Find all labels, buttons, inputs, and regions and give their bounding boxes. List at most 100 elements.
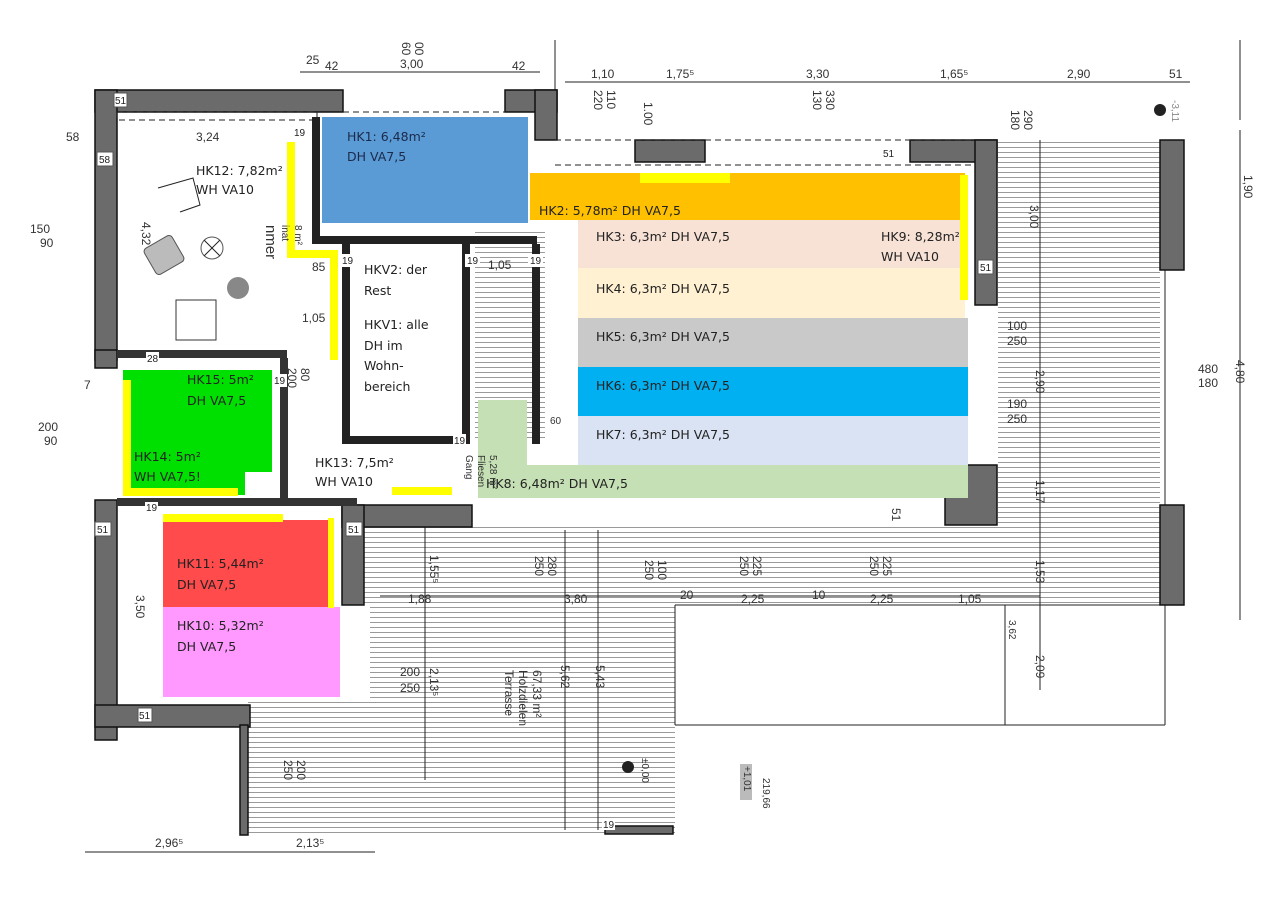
dim-text: 130	[810, 90, 824, 110]
dim-text: 42	[512, 59, 526, 73]
level-height: 219,66	[760, 778, 771, 809]
dim-text: 3,00	[1027, 205, 1041, 229]
dim-text: 250	[400, 681, 420, 695]
dim-text: 2,25	[741, 592, 765, 606]
level-plus: +1,01	[741, 766, 752, 792]
dim-text: 2,25	[870, 592, 894, 606]
armchair-icon	[143, 234, 185, 276]
dim-text: 1,65⁵	[940, 67, 968, 81]
hk15-label: HK15: 5m²	[187, 372, 254, 387]
dim-text: 190	[1007, 397, 1027, 411]
dim-text: 60	[550, 416, 562, 427]
dim-text: 2,09	[1033, 655, 1047, 679]
dim-text: 200	[294, 760, 308, 780]
hk5-label: HK5: 6,3m² DH VA7,5	[596, 329, 730, 344]
hkv2-note: HKV2: der	[364, 262, 428, 277]
dim-text: 2,96⁵	[155, 836, 183, 850]
hk14-type: WH VA7,5!	[134, 469, 201, 484]
level-minus: -3,11	[1169, 100, 1180, 122]
hk8-label: HK8: 6,48m² DH VA7,5	[486, 476, 628, 491]
hk10-type: DH VA7,5	[177, 639, 236, 654]
hk6-label: HK6: 6,3m² DH VA7,5	[596, 378, 730, 393]
tag: 19	[146, 503, 158, 514]
dim-text: 290	[1021, 110, 1035, 130]
dim-text: 90	[40, 236, 54, 250]
dim-text: 1,17	[1033, 480, 1047, 504]
heating-zones	[123, 117, 968, 697]
dim-text: 250	[1007, 412, 1027, 426]
tag: 51	[883, 149, 895, 160]
dim-text: 2,90	[1067, 67, 1091, 81]
wall-thickness-tags: 51 58 19 19 19 19 19 51 28 19 19 51 51 5…	[94, 92, 994, 831]
dim-text: 3,00	[400, 57, 424, 71]
zone-hk8	[478, 400, 968, 498]
tag: 51	[348, 525, 360, 536]
dim-text: 250	[281, 760, 295, 780]
dimension-texts: 25 42 3,00 42 1,10 1,75⁵ 3,30 1,65⁵ 2,90…	[30, 53, 1255, 850]
dimension-lines	[85, 40, 1241, 853]
dim-text: 1.00	[641, 102, 655, 126]
dim-text: 225	[880, 556, 894, 576]
tag: 19	[467, 256, 479, 267]
hk9-type: WH VA10	[881, 249, 939, 264]
zone-hk5	[578, 318, 968, 367]
lamp-icon	[200, 236, 224, 260]
gang-material: Fliesen	[475, 455, 486, 487]
dim-text: 5,43	[593, 665, 607, 689]
hkv1-note-2: DH im	[364, 338, 403, 353]
hkv1-note-4: bereich	[364, 379, 410, 394]
dim-text: 20	[680, 588, 694, 602]
dim-text: 250	[1007, 334, 1027, 348]
zone-hk1	[322, 117, 528, 223]
dim-text: 250	[737, 556, 751, 576]
chair-icon	[227, 277, 249, 299]
dim-text: 200	[38, 420, 58, 434]
tag: 51	[97, 525, 109, 536]
dim-text: 180	[1198, 376, 1218, 390]
tag: 51	[115, 96, 127, 107]
hkv1-note-3: Wohn-	[364, 358, 404, 373]
wall-heating-lines	[123, 142, 968, 608]
dim-text: 250	[532, 556, 546, 576]
dim-text: 42	[325, 59, 339, 73]
dim-text: 1,10	[591, 67, 615, 81]
dim-text: 480	[1198, 362, 1218, 376]
zone-hk7	[578, 416, 968, 465]
dim-text: 100	[1007, 319, 1027, 333]
hk13-label: HK13: 7,5m²	[315, 455, 394, 470]
tag: 19	[342, 256, 354, 267]
dim-text: 3,50	[133, 595, 147, 619]
hk12-label: HK12: 7,82m²	[196, 163, 283, 178]
zone-hk3	[578, 220, 965, 268]
tag: 58	[99, 155, 111, 166]
hk7-label: HK7: 6,3m² DH VA7,5	[596, 427, 730, 442]
hk2-label: HK2: 5,78m² DH VA7,5	[539, 203, 681, 218]
dim-text: 90	[44, 434, 58, 448]
hk12-type: WH VA10	[196, 182, 254, 197]
dim-text: 3,62	[1006, 620, 1017, 640]
tag: 19	[274, 376, 286, 387]
dim-text: 1,90	[1241, 175, 1255, 199]
dim-text: 200	[400, 665, 420, 679]
furniture	[143, 177, 249, 341]
room-labels: Terrasse Holzdielen 67,33 m² Gang Fliese…	[262, 225, 544, 726]
zimmer-label: nmer	[262, 225, 279, 259]
top-dim-b: 00	[412, 42, 426, 56]
hk15-type: DH VA7,5	[187, 393, 246, 408]
dim-text: 7	[84, 378, 91, 392]
zimmer-area: 8 m²	[292, 225, 303, 246]
dim-text: 25	[306, 53, 320, 67]
dim-text: 1,55⁵	[427, 555, 441, 583]
dim-text: 150	[30, 222, 50, 236]
dim-text: 4,80	[1233, 360, 1247, 384]
hk3-label: HK3: 6,3m² DH VA7,5	[596, 229, 730, 244]
dim-text: 58	[66, 130, 80, 144]
tag: 28	[147, 354, 159, 365]
dim-text: 330	[823, 90, 837, 110]
hk4-label: HK4: 6,3m² DH VA7,5	[596, 281, 730, 296]
terrace-label: Terrasse	[502, 670, 516, 716]
hk11-label: HK11: 5,44m²	[177, 556, 264, 571]
zone-hk4	[578, 268, 965, 318]
hk14-label: HK14: 5m²	[134, 449, 201, 464]
